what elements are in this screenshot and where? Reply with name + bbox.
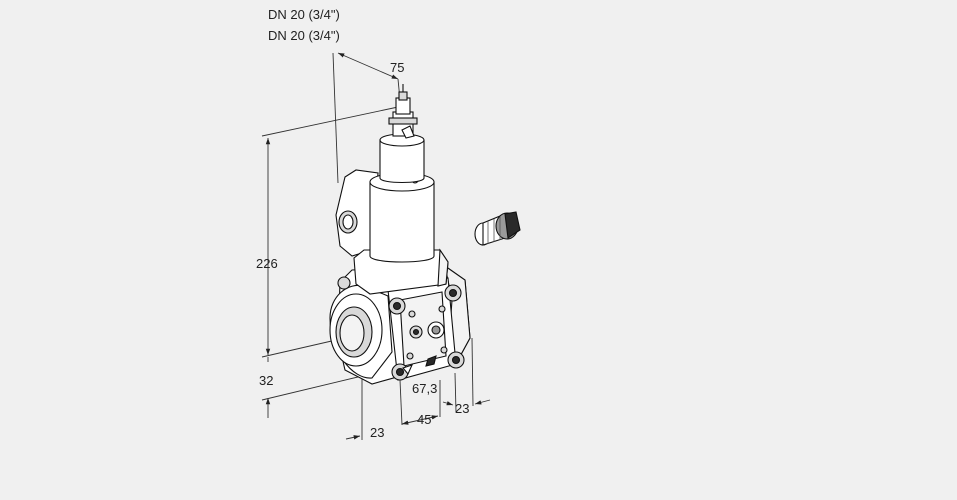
dim-base-height: 32 (259, 373, 273, 388)
inlet-size-label: DN 20 (3/4") (268, 7, 340, 22)
dim-side-depth: 23 (455, 401, 469, 416)
dim-height: 226 (256, 256, 278, 271)
dim-center-offset: 67,3 (412, 381, 437, 396)
outlet-size-label: DN 20 (3/4") (268, 28, 340, 43)
dim-inlet-depth: 23 (370, 425, 384, 440)
cable-gland-icon (474, 211, 521, 246)
dim-body-width: 45 (417, 412, 431, 427)
dim-top-offset: 75 (390, 60, 404, 75)
solenoid-valve-drawing (329, 84, 471, 385)
dimension-lines (261, 52, 491, 440)
